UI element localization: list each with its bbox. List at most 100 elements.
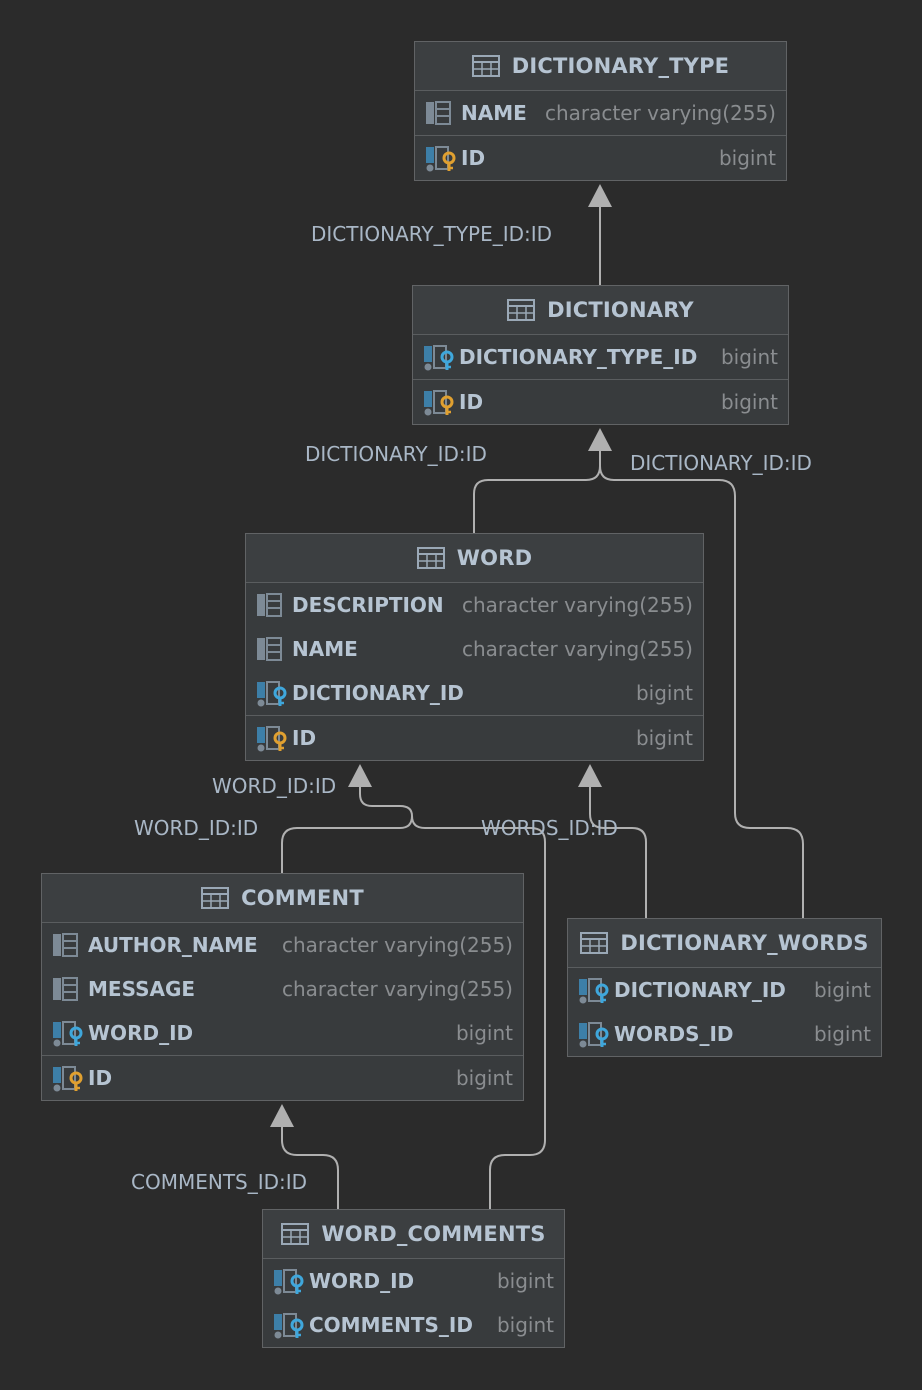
primary-key-icon [52, 1064, 84, 1092]
foreign-key-icon [273, 1267, 305, 1295]
table-title: WORD [456, 546, 533, 570]
column-type: bigint [635, 681, 693, 705]
foreign-key-icon [256, 679, 288, 707]
column-row[interactable]: DESCRIPTION character varying(255) [246, 583, 703, 627]
column-row[interactable]: NAME character varying(255) [246, 627, 703, 671]
arrowhead-dictionary [588, 428, 612, 451]
table-icon [201, 887, 230, 909]
arrowhead-word-left [348, 764, 372, 787]
column-type: bigint [813, 1022, 871, 1046]
column-row[interactable]: ID bigint [413, 379, 788, 424]
column-type: bigint [813, 978, 871, 1002]
table-icon [580, 932, 609, 954]
column-row[interactable]: COMMENTS_ID bigint [263, 1303, 564, 1347]
column-name: DESCRIPTION [292, 593, 444, 617]
foreign-key-icon [578, 1020, 610, 1048]
label-wordcomments-comments-id: COMMENTS_ID:ID [131, 1170, 308, 1194]
label-dictionary-type-id: DICTIONARY_TYPE_ID:ID [311, 222, 553, 246]
edge-dictionary-words-to-dictionary [599, 465, 804, 918]
table-title: WORD_COMMENTS [321, 1222, 546, 1246]
column-icon [52, 975, 84, 1003]
table-header[interactable]: WORD_COMMENTS [263, 1210, 564, 1259]
table-title: COMMENT [241, 886, 364, 910]
label-wordcomments-word-id: WORD_ID:ID [212, 774, 337, 798]
table-header[interactable]: WORD [246, 534, 703, 583]
column-name: WORD_ID [309, 1269, 415, 1293]
column-type: character varying(255) [462, 593, 693, 617]
column-name: ID [88, 1066, 113, 1090]
column-type: bigint [635, 726, 693, 750]
column-row[interactable]: MESSAGE character varying(255) [42, 967, 523, 1011]
column-row[interactable]: AUTHOR_NAME character varying(255) [42, 923, 523, 967]
arrowhead-word-right [578, 764, 602, 787]
column-name: COMMENTS_ID [309, 1313, 473, 1337]
column-type: bigint [455, 1021, 513, 1045]
column-icon [52, 931, 84, 959]
label-dictwords-dictionary-id: DICTIONARY_ID:ID [630, 451, 812, 475]
edge-word-to-dictionary [473, 448, 601, 533]
column-name: WORD_ID [88, 1021, 194, 1045]
column-type: bigint [718, 146, 776, 170]
column-name: AUTHOR_NAME [88, 933, 258, 957]
column-name: MESSAGE [88, 977, 196, 1001]
table-header[interactable]: DICTIONARY_WORDS [568, 919, 881, 968]
column-type: character varying(255) [462, 637, 693, 661]
column-type: bigint [720, 390, 778, 414]
column-name: NAME [292, 637, 358, 661]
column-icon [425, 99, 457, 127]
column-icon [256, 635, 288, 663]
column-name: ID [461, 146, 486, 170]
column-row[interactable]: ID bigint [42, 1055, 523, 1100]
column-row[interactable]: ID bigint [415, 135, 786, 180]
label-dictwords-words-id: WORDS_ID:ID [481, 816, 618, 840]
column-name: DICTIONARY_ID [614, 978, 786, 1002]
foreign-key-icon [578, 976, 610, 1004]
column-name: ID [292, 726, 317, 750]
table-title: DICTIONARY [547, 298, 694, 322]
edge-word-comments-to-comment [281, 1125, 339, 1209]
column-type: character varying(255) [282, 977, 513, 1001]
column-name: DICTIONARY_ID [292, 681, 464, 705]
primary-key-icon [425, 144, 457, 172]
column-name: DICTIONARY_TYPE_ID [459, 345, 698, 369]
column-type: bigint [455, 1066, 513, 1090]
table-header[interactable]: DICTIONARY [413, 286, 788, 335]
column-name: NAME [461, 101, 527, 125]
table-title: DICTIONARY_TYPE [511, 54, 730, 78]
edge-dictionary-words-to-word [589, 784, 647, 918]
foreign-key-icon [273, 1311, 305, 1339]
table-icon [281, 1223, 310, 1245]
column-type: character varying(255) [545, 101, 776, 125]
edge-word-comments-to-word [411, 815, 546, 1209]
table-icon [416, 547, 445, 569]
foreign-key-icon [52, 1019, 84, 1047]
arrowhead-comment [270, 1104, 294, 1127]
column-name: ID [459, 390, 484, 414]
column-row[interactable]: DICTIONARY_ID bigint [246, 671, 703, 715]
column-row[interactable]: WORD_ID bigint [263, 1259, 564, 1303]
column-row[interactable]: NAME character varying(255) [415, 91, 786, 135]
table-comment[interactable]: COMMENT AUTHOR_NAME character varying(255)… [41, 873, 524, 1101]
label-comment-word-id: WORD_ID:ID [134, 816, 259, 840]
foreign-key-icon [423, 343, 455, 371]
column-row[interactable]: DICTIONARY_TYPE_ID bigint [413, 335, 788, 379]
column-type: character varying(255) [282, 933, 513, 957]
primary-key-icon [423, 388, 455, 416]
column-row[interactable]: WORD_ID bigint [42, 1011, 523, 1055]
column-type: bigint [720, 345, 778, 369]
column-type: bigint [496, 1269, 554, 1293]
table-header[interactable]: DICTIONARY_TYPE [415, 42, 786, 91]
table-title: DICTIONARY_WORDS [620, 931, 869, 955]
column-row[interactable]: DICTIONARY_ID bigint [568, 968, 881, 1012]
table-dictionary-type[interactable]: DICTIONARY_TYPE NAME character varying(255… [414, 41, 787, 181]
column-row[interactable]: ID bigint [246, 715, 703, 760]
arrowhead-dictionary-type [588, 184, 612, 207]
column-type: bigint [496, 1313, 554, 1337]
table-header[interactable]: COMMENT [42, 874, 523, 923]
